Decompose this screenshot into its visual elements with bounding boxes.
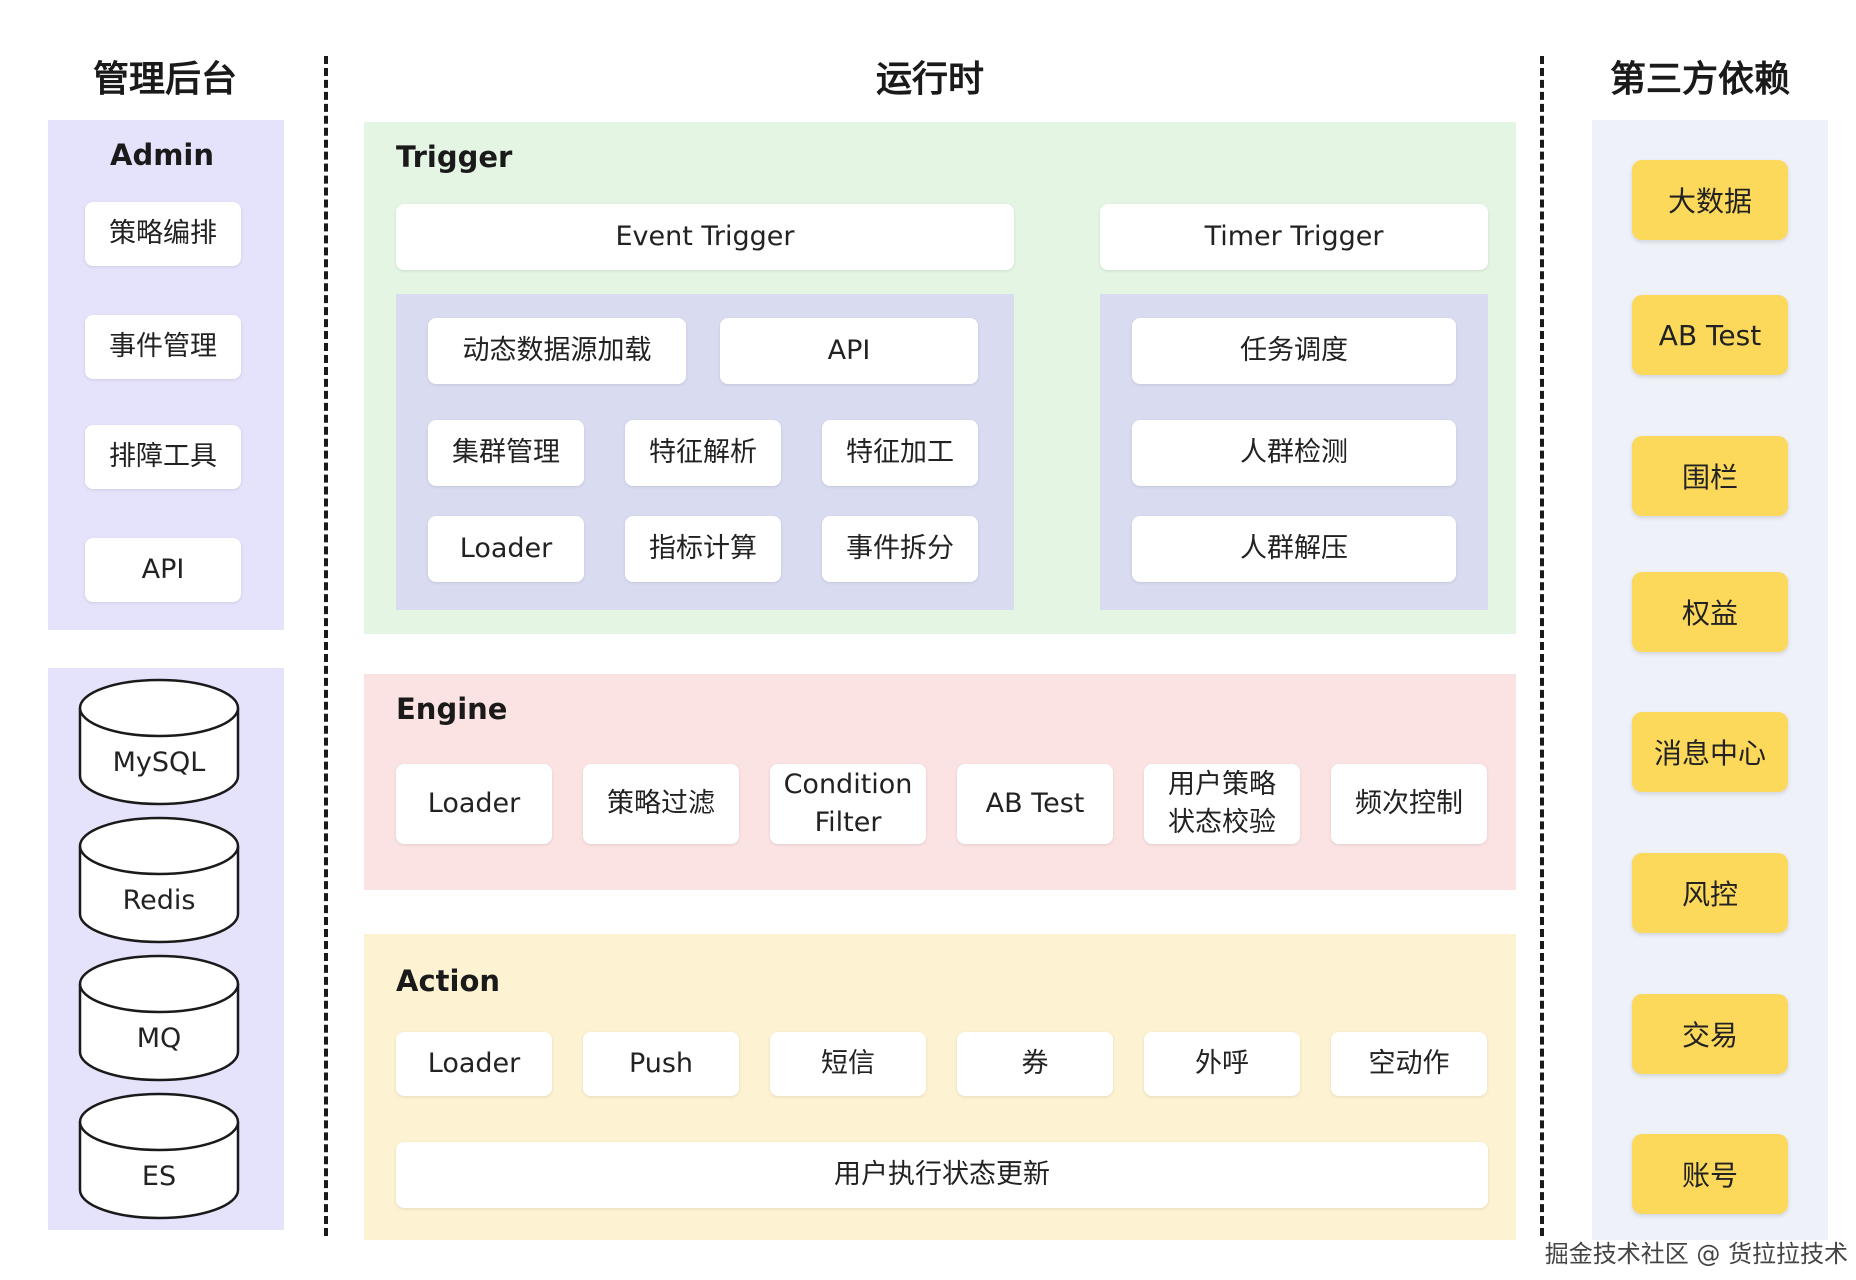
- db-es: ES: [78, 1092, 240, 1220]
- separator-right: [1540, 56, 1544, 1236]
- db-mq-label: MQ: [136, 1022, 182, 1054]
- third-party-item-trade[interactable]: 交易: [1632, 994, 1788, 1074]
- action-panel: Action Loader Push 短信 券 外呼 空动作 用户执行状态更新: [364, 934, 1516, 1240]
- event-item-metric-calculation[interactable]: 指标计算: [625, 516, 781, 582]
- timer-item-task-scheduling[interactable]: 任务调度: [1132, 318, 1456, 384]
- event-item-feature-processing[interactable]: 特征加工: [822, 420, 978, 486]
- third-party-item-benefits[interactable]: 权益: [1632, 572, 1788, 652]
- event-item-cluster-management[interactable]: 集群管理: [428, 420, 584, 486]
- runtime-column-title: 运行时: [875, 59, 984, 100]
- admin-item-event-management[interactable]: 事件管理: [85, 315, 241, 379]
- db-redis-label: Redis: [122, 884, 196, 916]
- third-party-item-risk-control[interactable]: 风控: [1632, 853, 1788, 933]
- action-item-empty-action[interactable]: 空动作: [1331, 1032, 1487, 1096]
- db-mysql: MySQL: [78, 678, 240, 806]
- trigger-title: Trigger: [396, 140, 513, 174]
- admin-panel: Admin 策略编排 事件管理 排障工具 API: [48, 120, 284, 630]
- timer-item-crowd-decompression[interactable]: 人群解压: [1132, 516, 1456, 582]
- db-mq: MQ: [78, 954, 240, 1082]
- database-icon: [78, 1092, 240, 1220]
- event-item-event-splitting[interactable]: 事件拆分: [822, 516, 978, 582]
- action-item-loader[interactable]: Loader: [396, 1032, 552, 1096]
- event-item-feature-parsing[interactable]: 特征解析: [625, 420, 781, 486]
- engine-item-condition-filter[interactable]: Condition Filter: [770, 764, 926, 844]
- timer-trigger-header[interactable]: Timer Trigger: [1100, 204, 1488, 270]
- event-trigger-header[interactable]: Event Trigger: [396, 204, 1014, 270]
- engine-panel: Engine Loader 策略过滤 Condition Filter AB T…: [364, 674, 1516, 890]
- admin-item-troubleshooting-tools[interactable]: 排障工具: [85, 425, 241, 489]
- footer-credit: 掘金技术社区 @ 货拉拉技术: [1544, 1240, 1848, 1268]
- storage-panel: MySQL Redis MQ ES: [48, 668, 284, 1230]
- engine-item-loader[interactable]: Loader: [396, 764, 552, 844]
- third-party-item-message-center[interactable]: 消息中心: [1632, 712, 1788, 792]
- admin-title: Admin: [110, 138, 215, 172]
- admin-item-strategy-orchestration[interactable]: 策略编排: [85, 202, 241, 266]
- action-item-push[interactable]: Push: [583, 1032, 739, 1096]
- third-party-item-account[interactable]: 账号: [1632, 1134, 1788, 1214]
- engine-title: Engine: [396, 692, 508, 726]
- event-item-loader[interactable]: Loader: [428, 516, 584, 582]
- engine-item-user-strategy-state-check[interactable]: 用户策略 状态校验: [1144, 764, 1300, 844]
- third-party-item-geofence[interactable]: 围栏: [1632, 436, 1788, 516]
- database-icon: [78, 954, 240, 1082]
- third-party-item-ab-test[interactable]: AB Test: [1632, 295, 1788, 375]
- database-icon: [78, 678, 240, 806]
- admin-item-api[interactable]: API: [85, 538, 241, 602]
- engine-item-frequency-control[interactable]: 频次控制: [1331, 764, 1487, 844]
- action-title: Action: [396, 964, 501, 998]
- trigger-panel: Trigger Event Trigger Timer Trigger 动态数据…: [364, 122, 1516, 634]
- action-item-outbound-call[interactable]: 外呼: [1144, 1032, 1300, 1096]
- event-item-api[interactable]: API: [720, 318, 978, 384]
- action-item-coupon[interactable]: 券: [957, 1032, 1113, 1096]
- db-redis: Redis: [78, 816, 240, 944]
- third-party-panel: 大数据 AB Test 围栏 权益 消息中心 风控 交易 账号: [1592, 120, 1828, 1240]
- timer-trigger-group: 任务调度 人群检测 人群解压: [1100, 294, 1488, 610]
- admin-column-title: 管理后台: [92, 59, 237, 100]
- database-icon: [78, 816, 240, 944]
- engine-item-ab-test[interactable]: AB Test: [957, 764, 1113, 844]
- action-user-state-update[interactable]: 用户执行状态更新: [396, 1142, 1488, 1208]
- separator-left: [324, 56, 328, 1236]
- db-mysql-label: MySQL: [112, 746, 206, 778]
- action-item-sms[interactable]: 短信: [770, 1032, 926, 1096]
- third-party-column-title: 第三方依赖: [1609, 59, 1790, 100]
- event-item-dynamic-datasource[interactable]: 动态数据源加载: [428, 318, 686, 384]
- timer-item-crowd-detection[interactable]: 人群检测: [1132, 420, 1456, 486]
- engine-item-strategy-filter[interactable]: 策略过滤: [583, 764, 739, 844]
- event-trigger-group: 动态数据源加载 API 集群管理 特征解析 特征加工 Loader 指标计算 事…: [396, 294, 1014, 610]
- db-es-label: ES: [141, 1160, 177, 1192]
- third-party-item-big-data[interactable]: 大数据: [1632, 160, 1788, 240]
